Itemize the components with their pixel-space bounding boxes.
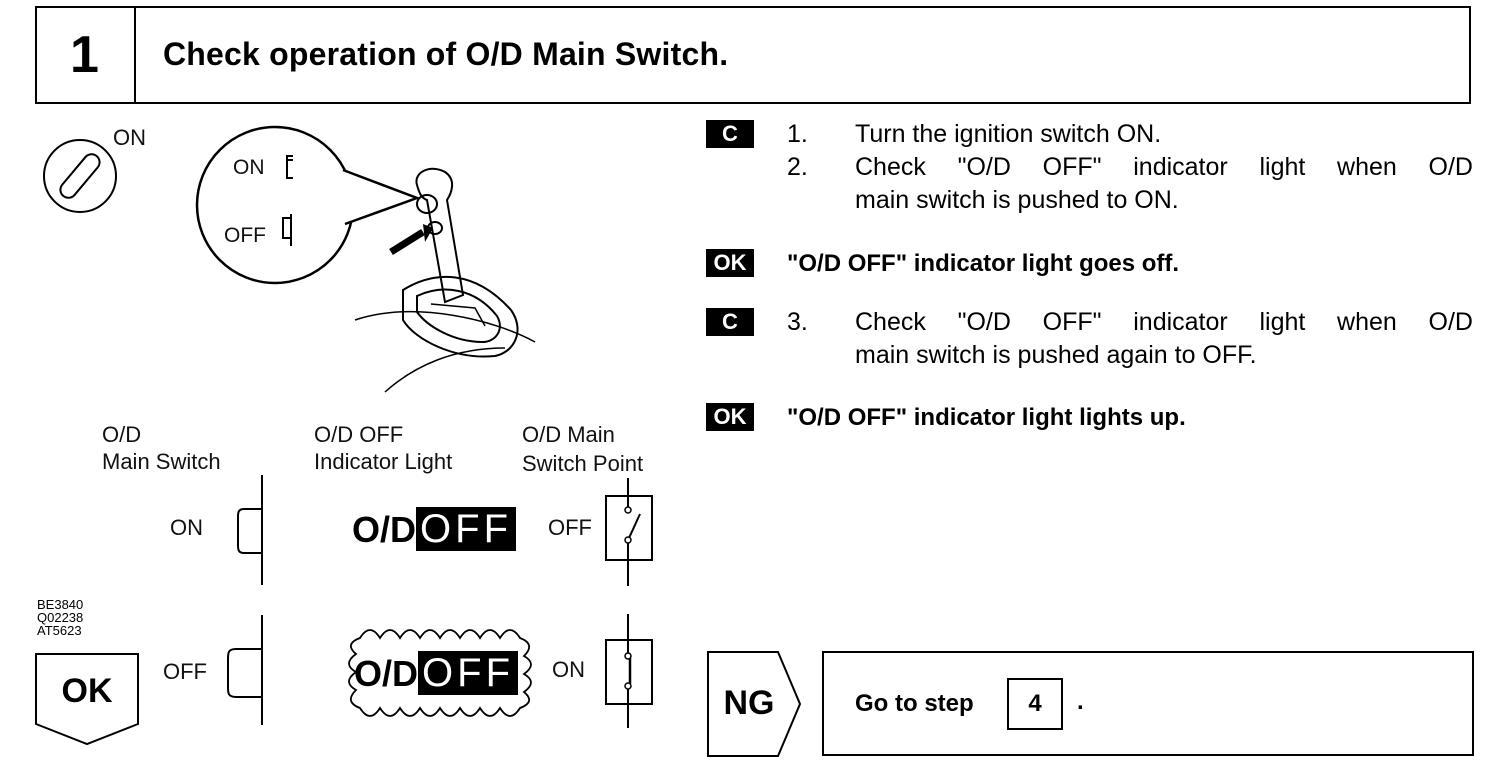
legend-col3-line2: Switch Point bbox=[522, 451, 644, 476]
check-badge: C bbox=[706, 120, 754, 148]
ng-tab-shape bbox=[707, 651, 802, 757]
off-text: OFF bbox=[416, 507, 516, 551]
step2-number: 2. bbox=[787, 153, 808, 181]
switch-point-open-symbol bbox=[605, 478, 653, 586]
go-to-step-suffix: . bbox=[1077, 688, 1084, 715]
ignition-on-label: ON bbox=[113, 125, 146, 150]
shift-lever-illustration bbox=[195, 125, 536, 393]
ng-result-box bbox=[822, 651, 1474, 756]
step-header bbox=[35, 6, 1471, 104]
row2-switch-label: OFF bbox=[163, 659, 207, 684]
ok-tab-shape bbox=[35, 653, 139, 746]
callout-off-label: OFF bbox=[224, 224, 266, 247]
row1-point-label: OFF bbox=[548, 515, 592, 540]
step3-line2: main switch is pushed again to OFF. bbox=[855, 341, 1257, 369]
ignition-switch-icon bbox=[43, 139, 117, 213]
ok2-result: "O/D OFF" indicator light lights up. bbox=[787, 404, 1186, 431]
step-number: 1 bbox=[35, 6, 136, 104]
step2-line2: main switch is pushed to ON. bbox=[855, 186, 1179, 214]
ok1-result: "O/D OFF" indicator light goes off. bbox=[787, 250, 1180, 277]
ng-tab-label: NG bbox=[723, 684, 775, 722]
figure-code-3: AT5623 bbox=[37, 623, 82, 638]
switch-point-closed-symbol bbox=[605, 614, 653, 728]
check-badge: C bbox=[706, 308, 754, 336]
row1-switch-label: ON bbox=[170, 515, 203, 540]
go-to-step-link[interactable]: 4 bbox=[1007, 678, 1063, 730]
legend-col2-line1: O/D OFF bbox=[314, 422, 404, 447]
step2-line1: Check "O/D OFF" indicator light when O/D bbox=[855, 153, 1473, 181]
ok-tab-label: OK bbox=[61, 672, 113, 710]
row2-point-label: ON bbox=[552, 657, 585, 682]
page-title: Check operation of O/D Main Switch. bbox=[163, 36, 729, 72]
go-to-step-text: Go to step bbox=[855, 690, 974, 717]
ok-badge: OK bbox=[706, 403, 754, 431]
legend-col1-line1: O/D bbox=[102, 422, 142, 447]
switch-off-symbol bbox=[227, 615, 263, 725]
ok-badge: OK bbox=[706, 249, 754, 277]
switch-on-symbol bbox=[237, 475, 263, 585]
step3-line1: Check "O/D OFF" indicator light when O/D bbox=[855, 308, 1473, 336]
off-text: OFF bbox=[418, 651, 518, 695]
od-text: O/D bbox=[352, 509, 417, 550]
step1-number: 1. bbox=[787, 120, 808, 148]
step3-number: 3. bbox=[787, 308, 808, 336]
legend-col2-line2: Indicator Light bbox=[314, 449, 453, 474]
figure-code-2: Q02238 bbox=[37, 610, 84, 625]
callout-on-label: ON bbox=[233, 156, 265, 179]
legend-col3-line1: O/D Main bbox=[522, 422, 615, 447]
step1-text: Turn the ignition switch ON. bbox=[855, 120, 1162, 148]
od-text: O/D bbox=[354, 653, 419, 694]
legend-col1-line2: Main Switch bbox=[102, 449, 221, 474]
figure-code-1: BE3840 bbox=[37, 597, 84, 612]
